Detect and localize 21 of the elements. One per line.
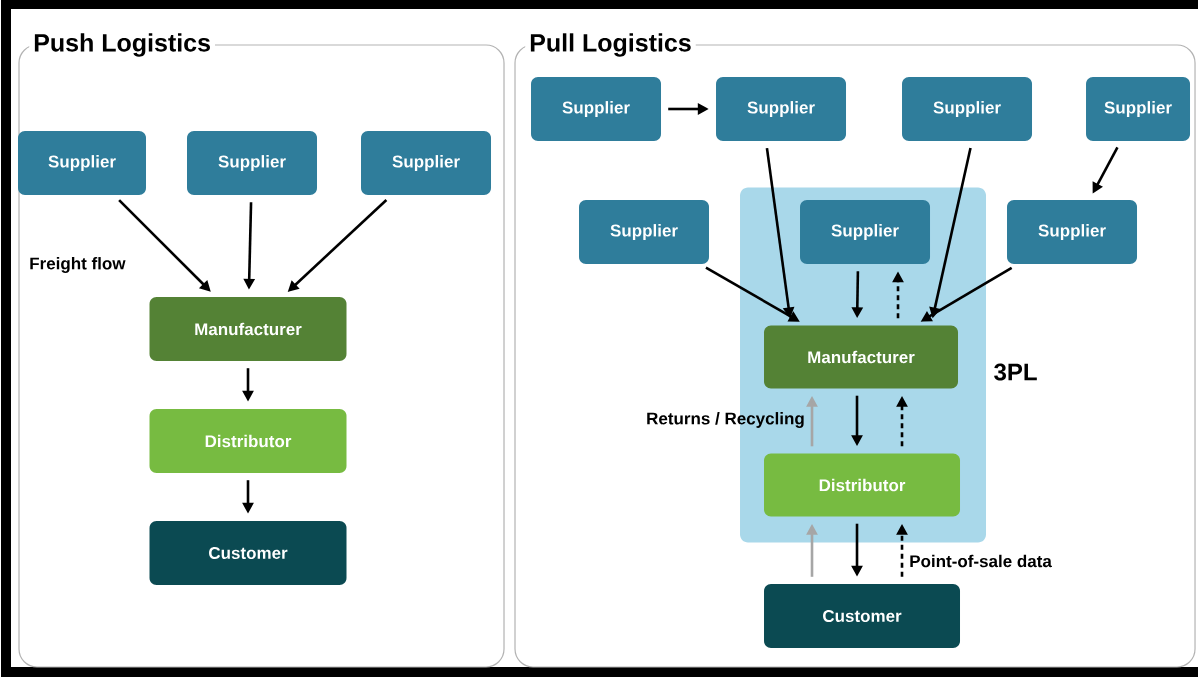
arrow [118,199,211,292]
edge-label: Returns / Recycling [647,412,804,428]
distributor-box: Distributor [149,409,347,473]
edge-label: Freight flow [30,257,126,273]
customer-box: Customer [149,521,347,585]
supplier-box: Supplier [361,131,491,195]
edge-label: Point-of-sale data [910,554,1052,568]
manufacturer-box: Manufacturer [149,297,347,361]
supplier-box: Supplier [716,77,846,141]
supplier-box: Supplier [579,200,709,264]
supplier-box: Supplier [531,77,661,141]
node-label: 3PL [994,363,1037,381]
supplier-box: Supplier [1007,200,1137,264]
supplier-box: Supplier [187,131,317,195]
distributor-box: Distributor [764,453,960,517]
supplier-box: Supplier [902,77,1032,141]
supplier-box: Supplier [18,131,146,195]
supplier-box: Supplier [800,200,930,264]
customer-box: Customer [764,584,960,648]
supplier-box: Supplier [1086,77,1190,141]
manufacturer-box: Manufacturer [764,325,958,389]
